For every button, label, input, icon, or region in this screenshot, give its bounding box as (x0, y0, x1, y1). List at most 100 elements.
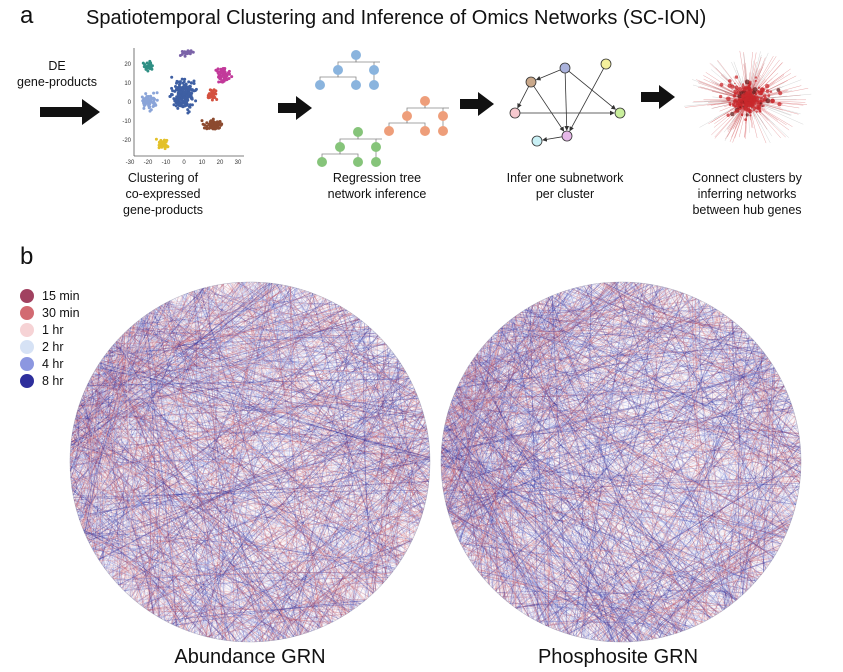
grn-edge (443, 432, 799, 491)
grn-edge (448, 288, 669, 514)
grn-edge (126, 330, 429, 486)
grn-edge (441, 397, 790, 479)
grn-edge (440, 450, 480, 573)
grn-edge (453, 395, 799, 435)
grn-edge (202, 291, 308, 636)
grn-edge (106, 353, 223, 641)
grn-edge (487, 340, 802, 457)
grn-edge (451, 294, 688, 525)
grn-edge (639, 455, 802, 642)
grn-edge (222, 462, 431, 641)
grn-edge (467, 364, 472, 558)
grn-edge (459, 382, 787, 393)
grn-edge (524, 309, 801, 448)
grn-edge (94, 411, 424, 553)
grn-edge (151, 311, 160, 617)
grn-edge (71, 401, 89, 488)
grn-edge (441, 451, 698, 625)
grn-edge (693, 297, 783, 543)
tsne-point (154, 137, 158, 141)
grn-edge (495, 332, 768, 567)
grn-edge (440, 287, 575, 461)
grn-edge (185, 287, 297, 631)
grn-edge (152, 613, 299, 636)
grn-edge (71, 489, 89, 533)
grn-edge (204, 287, 406, 373)
grn-edge (83, 392, 383, 585)
grn-edge (70, 444, 395, 570)
grn-edge (129, 327, 376, 341)
hairball-node (754, 76, 758, 79)
grn-edge (446, 281, 617, 419)
grn-edge (140, 318, 417, 395)
grn-edge (181, 517, 422, 629)
grn-edge (87, 384, 384, 584)
grn-edge (130, 307, 159, 597)
grn-edge (70, 307, 344, 449)
tsne-point (144, 96, 148, 100)
grn-edge (111, 346, 406, 372)
grn-edge (509, 360, 770, 604)
grn-edge (311, 292, 420, 403)
grn-edge (468, 365, 546, 626)
grn-edge (148, 319, 361, 612)
tree-node (438, 126, 448, 136)
grn-edge (451, 399, 738, 600)
grn-edge (106, 353, 431, 459)
grn-edge (71, 383, 413, 488)
grn-edge (511, 318, 780, 549)
grn-edge (630, 568, 766, 643)
grn-edge (513, 284, 651, 319)
grn-edge (386, 423, 427, 580)
grn-edge (179, 501, 426, 628)
grn-edge (98, 364, 429, 441)
grn-edge (83, 293, 188, 532)
grn-edge (649, 284, 773, 561)
grn-edge (87, 336, 122, 385)
grn-edge (74, 503, 187, 631)
grn-edge (503, 325, 789, 396)
grn-edge (70, 408, 423, 480)
grn-edge (514, 316, 755, 584)
grn-edge (100, 283, 223, 564)
grn-edge (446, 337, 491, 510)
tsne-point (189, 81, 193, 85)
grn-edge (287, 285, 347, 615)
grn-edge (70, 445, 306, 634)
grn-edge (112, 381, 411, 579)
grn-edge (462, 375, 650, 640)
grn-edge (78, 405, 355, 609)
grn-edge (94, 552, 206, 637)
grn-edge (601, 310, 719, 642)
grn-edge (452, 350, 480, 526)
grn-edge (445, 285, 585, 504)
grn-edge (103, 348, 111, 360)
grn-edge (160, 282, 240, 619)
grn-edge (143, 316, 296, 637)
grn-edge (541, 605, 731, 624)
grn-edge (209, 283, 270, 638)
grn-edge (77, 371, 95, 410)
grn-edge (237, 282, 417, 394)
grn-edge (499, 328, 674, 635)
grn-edge (625, 338, 753, 643)
grn-edge (441, 473, 551, 628)
grn-edge (608, 354, 767, 642)
grn-edge (151, 296, 322, 613)
tsne-point (144, 92, 148, 96)
grn-edge (94, 369, 347, 615)
grn-edge (85, 387, 384, 584)
grn-edge (442, 486, 494, 590)
grn-edge (581, 286, 783, 542)
grn-edge (446, 355, 767, 508)
grn-edge (318, 295, 430, 473)
grn-edge (108, 283, 272, 574)
grn-edge (69, 467, 335, 622)
grn-edge (85, 342, 385, 389)
grn-edge (463, 330, 500, 550)
grn-edge (536, 302, 763, 351)
network-disk (70, 282, 430, 642)
grn-edge (86, 347, 390, 539)
grn-edge (112, 345, 428, 433)
grn-edge (749, 338, 768, 568)
